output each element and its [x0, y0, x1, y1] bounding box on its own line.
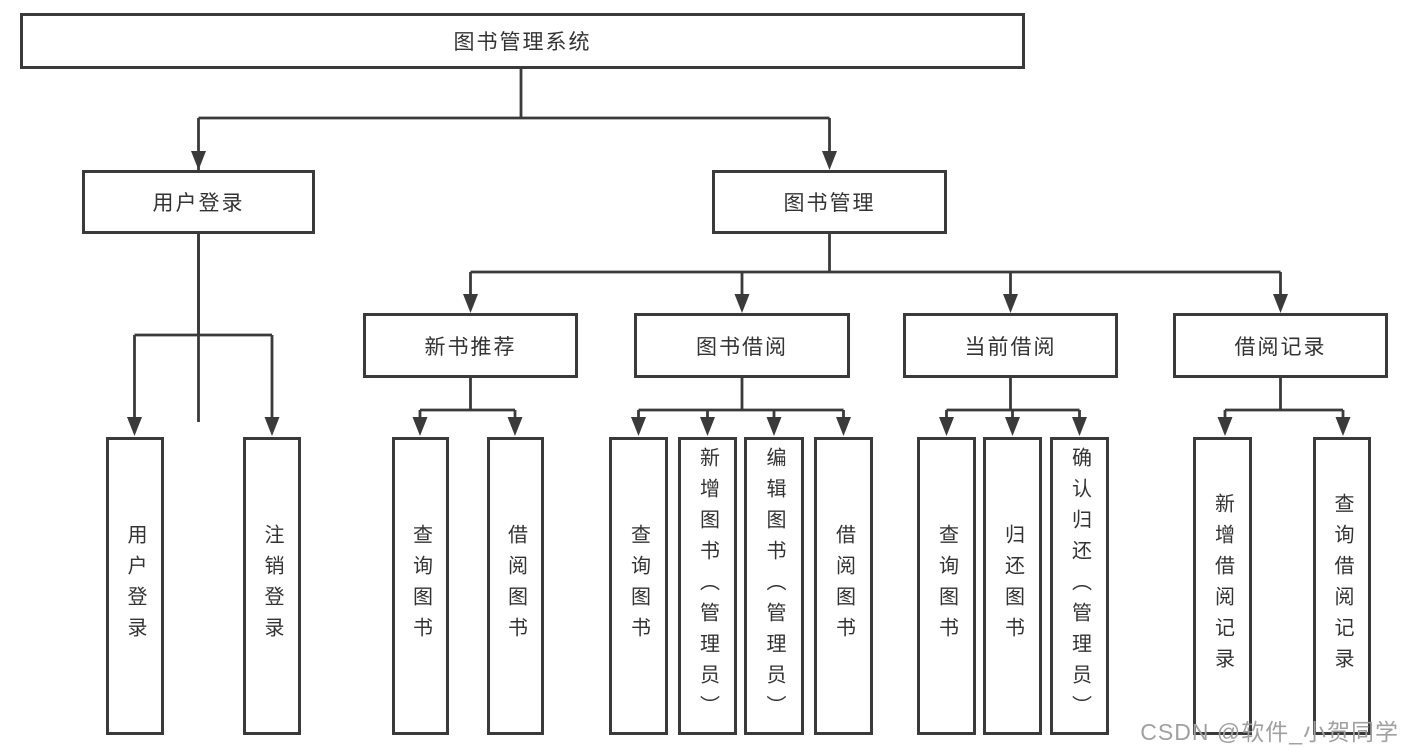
node-label: 归还图书	[1001, 524, 1024, 648]
node-label: 查询借阅记录	[1331, 493, 1353, 679]
leaf-confirm-return-admin: 确认归还（管理员）	[1050, 437, 1109, 735]
node-label: 新书推荐	[424, 335, 517, 359]
leaf-edit-books-admin: 编辑图书（管理员）	[744, 437, 804, 735]
node-label: 确认归还（管理员）	[1068, 446, 1091, 726]
node-label: 借阅记录	[1234, 335, 1327, 359]
node-label: 当前借阅	[964, 335, 1057, 359]
leaf-user-login: 用户登录	[106, 437, 164, 735]
node-label: 图书管理系统	[453, 31, 592, 54]
leaf-borrowing-query-books: 查询图书	[609, 437, 668, 735]
node-user-login-group: 用户登录	[82, 170, 315, 234]
node-book-borrowing: 图书借阅	[634, 313, 850, 378]
node-label: 借阅图书	[504, 524, 527, 648]
node-label: 注销登录	[261, 524, 283, 648]
node-label: 图书借阅	[696, 335, 788, 359]
node-label: 用户登录	[152, 192, 245, 215]
leaf-newbook-query-books: 查询图书	[392, 437, 449, 735]
node-book-management: 图书管理	[712, 170, 947, 234]
arrowheads	[127, 151, 1351, 436]
csdn-watermark: CSDN @软件_小贺同学	[1140, 719, 1399, 745]
node-label: 图书管理	[783, 192, 876, 215]
node-label: 查询图书	[409, 524, 432, 648]
node-label: 借阅图书	[832, 524, 855, 648]
leaf-borrowing-borrow-books: 借阅图书	[814, 437, 873, 735]
leaf-query-borrowing-record: 查询借阅记录	[1313, 437, 1371, 735]
node-label: 新增图书（管理员）	[696, 446, 719, 726]
node-label: 查询图书	[935, 524, 958, 648]
node-label: 用户登录	[124, 524, 146, 648]
leaf-return-books: 归还图书	[983, 437, 1042, 735]
node-label: 查询图书	[627, 524, 650, 648]
node-borrowing-records: 借阅记录	[1173, 313, 1388, 378]
leaf-current-query-books: 查询图书	[917, 437, 976, 735]
node-library-management-system: 图书管理系统	[20, 13, 1025, 69]
leaf-add-borrowing-record: 新增借阅记录	[1193, 437, 1252, 735]
node-label: 编辑图书（管理员）	[763, 446, 785, 726]
node-new-book-recommendation: 新书推荐	[363, 313, 578, 378]
node-label: 新增借阅记录	[1211, 493, 1234, 679]
node-current-borrowing: 当前借阅	[903, 313, 1118, 378]
leaf-newbook-borrow-books: 借阅图书	[487, 437, 544, 735]
leaf-logout: 注销登录	[243, 437, 301, 735]
leaf-add-books-admin: 新增图书（管理员）	[678, 437, 737, 735]
